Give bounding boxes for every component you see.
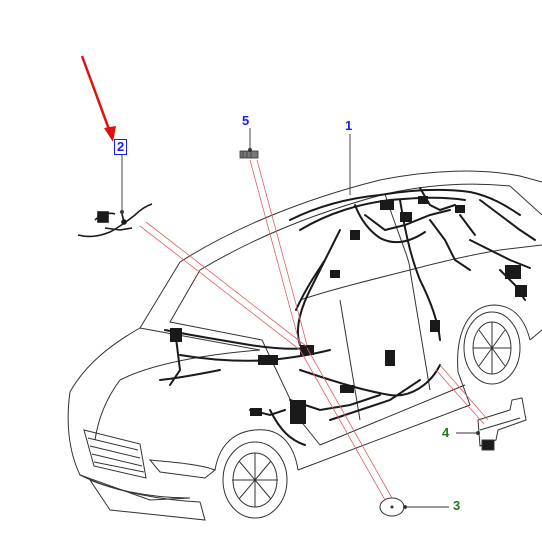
callout-label-1[interactable]: 1	[345, 118, 353, 133]
part-3-grommet	[379, 497, 405, 517]
pointer-arrow	[80, 55, 116, 142]
leader-lines-black	[120, 128, 480, 509]
car-body-outline	[67, 170, 542, 521]
part-4-bracket	[477, 397, 527, 451]
callout-label-5[interactable]: 5	[242, 113, 250, 128]
callout-label-2[interactable]: 2	[114, 139, 128, 155]
harness-connectors	[170, 196, 527, 424]
leader-lines-red	[139, 159, 489, 501]
part-5-connector	[239, 150, 259, 159]
callout-label-3[interactable]: 3	[453, 498, 461, 513]
callout-label-4[interactable]: 4	[442, 425, 450, 440]
part-2-sub-harness	[77, 203, 153, 238]
